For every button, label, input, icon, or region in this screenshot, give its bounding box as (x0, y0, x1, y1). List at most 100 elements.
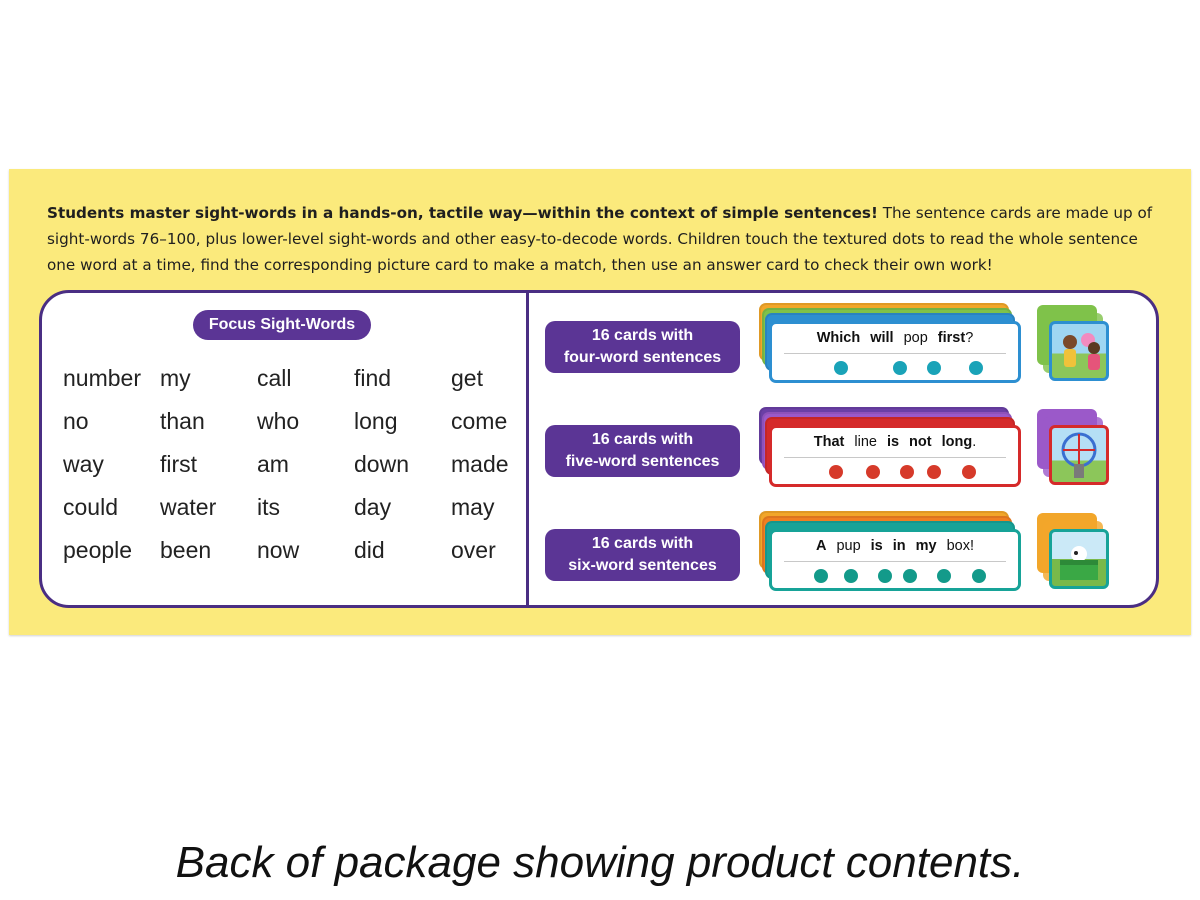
textured-dot (878, 569, 893, 583)
sentence-word: will (870, 330, 893, 346)
image-caption: Back of package showing product contents… (175, 838, 1025, 887)
illustration-shape (1074, 464, 1084, 478)
textured-dots (772, 569, 1018, 585)
sight-word: did (354, 537, 385, 563)
card-rule (784, 561, 1006, 562)
sentence-word-text: in (892, 538, 906, 554)
sentence-word-text: box! (946, 538, 975, 554)
textured-dot (833, 361, 848, 375)
sight-word: call (257, 365, 292, 391)
focus-sight-words-label: Focus Sight-Words (193, 310, 371, 340)
sentence-word: A (816, 538, 826, 554)
sight-word: way (63, 451, 104, 477)
sentence-word-text: A (815, 538, 827, 554)
card-set-label: 16 cards with six-word sentences (545, 529, 740, 581)
card-set-type: four-word sentences (563, 349, 722, 366)
sight-word: first (160, 451, 198, 477)
sight-word: get (451, 365, 483, 391)
textured-dot (814, 569, 829, 583)
textured-dot (843, 569, 858, 583)
card-set-type: six-word sentences (568, 557, 717, 574)
product-banner: Students master sight-words in a hands-o… (9, 169, 1191, 635)
sight-word: now (257, 537, 300, 563)
sight-word: come (451, 408, 508, 434)
sight-word: no (63, 408, 89, 434)
illustration-shape (1074, 551, 1078, 555)
sight-word: my (160, 365, 191, 391)
textured-dot (971, 569, 986, 583)
textured-dot (828, 465, 843, 479)
card-set-count: 16 cards with (591, 431, 694, 448)
sentence-word-text: long (941, 434, 973, 450)
picture-illustration (1061, 432, 1097, 478)
illustration-shape (1088, 354, 1100, 370)
sight-word: find (354, 365, 392, 391)
sight-word: who (257, 408, 300, 434)
sight-word: am (257, 451, 289, 477)
picture-card-stack (1037, 513, 1109, 599)
sight-word: long (354, 408, 398, 434)
textured-dots (772, 465, 1018, 481)
textured-dot (900, 465, 915, 479)
sight-word: down (354, 451, 409, 477)
illustration-shape (1064, 349, 1076, 367)
sight-word: been (160, 537, 212, 563)
sentence-word-text: first (937, 330, 966, 346)
sentence-punctuation: . (972, 434, 977, 450)
illustration-shape (1071, 546, 1087, 562)
sentence-word: in (893, 538, 906, 554)
illustration-shape (1088, 342, 1100, 354)
textured-dots (772, 361, 1018, 377)
card-set-count: 16 cards with (591, 535, 694, 552)
sight-word: water (160, 494, 217, 520)
sentence-word-text: Which (816, 330, 861, 346)
sentence-word: first? (938, 330, 973, 346)
sentence-word: is (871, 538, 883, 554)
textured-dot (937, 569, 952, 583)
sentence-word: pup (836, 538, 860, 554)
sentence-punctuation: ? (965, 330, 974, 346)
picture-card (1049, 425, 1109, 485)
textured-dot (892, 361, 907, 375)
picture-card-stack (1037, 305, 1109, 391)
picture-card-stack (1037, 409, 1109, 495)
sentence-word-text: will (870, 330, 894, 346)
sight-word: over (451, 537, 496, 563)
picture-illustration (1060, 546, 1098, 580)
sentence-word: is (887, 434, 899, 450)
illustration-shape (1060, 560, 1098, 565)
sentence-word: pop (904, 330, 928, 346)
sentence-word-text: my (915, 538, 937, 554)
sentence-word: line (854, 434, 877, 450)
sentence-word-text: pop (903, 330, 928, 346)
card-set-count: 16 cards with (591, 327, 694, 344)
textured-dot (969, 361, 984, 375)
picture-illustration (1063, 333, 1100, 370)
textured-dot (927, 361, 942, 375)
textured-dot (927, 465, 942, 479)
card-rule (784, 457, 1006, 458)
card-rule (784, 353, 1006, 354)
sight-word: could (63, 494, 118, 520)
textured-dot (865, 465, 880, 479)
sight-word: day (354, 494, 392, 520)
sight-word: than (160, 408, 205, 434)
sight-word: may (451, 494, 495, 520)
sentence-word: Which (817, 330, 861, 346)
sentence-word-text: That (813, 434, 845, 450)
sight-word: made (451, 451, 509, 477)
sentence-word-text: line (854, 434, 877, 450)
sentence-word: not (909, 434, 932, 450)
illustration-shape (1063, 335, 1077, 349)
sight-word-grid: number my call find get no than who long come way f… (63, 357, 548, 572)
sight-word: number (63, 365, 141, 391)
sentence-word-text: is (886, 434, 900, 450)
